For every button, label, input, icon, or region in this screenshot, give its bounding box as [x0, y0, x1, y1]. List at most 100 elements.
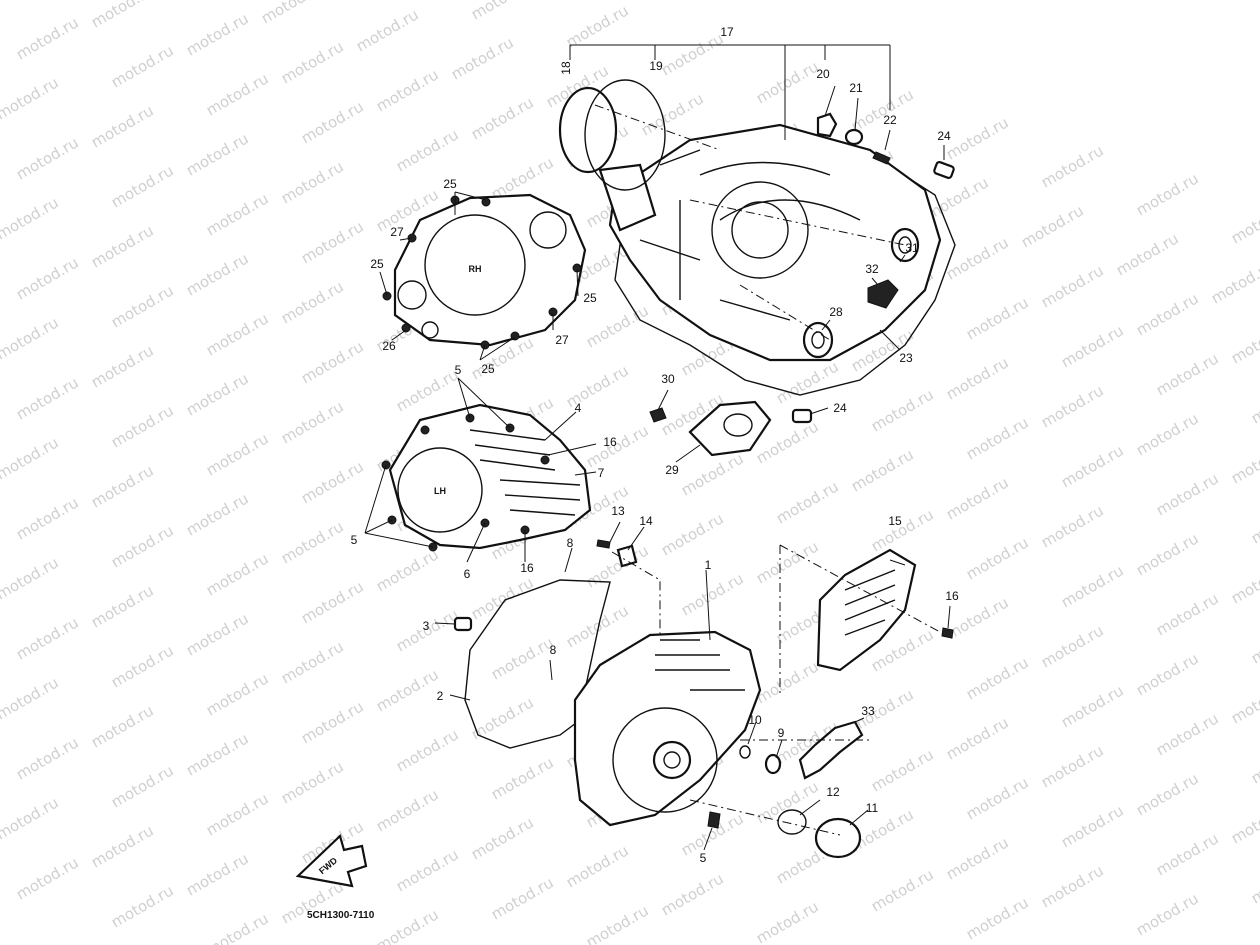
watermark-text: motod.ru	[488, 633, 557, 683]
crankcase-cover-1-assembly	[453, 104, 954, 859]
callout-25-d: 25	[481, 362, 495, 376]
bolt-16	[941, 627, 954, 639]
callout-3: 3	[423, 619, 430, 633]
watermark-text: motod.ru	[108, 641, 177, 691]
oring-10	[739, 745, 751, 759]
watermark-text: motod.ru	[88, 341, 157, 391]
watermark-text: motod.ru	[183, 609, 252, 659]
oil-seal-31	[890, 227, 920, 263]
watermark-text: motod.ru	[1153, 349, 1222, 399]
watermark-text: motod.ru	[658, 509, 727, 559]
watermark-text: motod.ru	[1038, 621, 1107, 671]
callout-5-c: 5	[700, 851, 707, 865]
watermark-text: motod.ru	[88, 461, 157, 511]
cover-1-ribs	[655, 639, 745, 691]
watermark-text: motod.ru	[658, 869, 727, 919]
callout-25-a: 25	[443, 177, 457, 191]
assembly-lines-upper	[594, 104, 906, 341]
watermark-text: motod.ru	[298, 337, 367, 387]
watermark-text: motod.ru	[963, 773, 1032, 823]
watermark-text: motod.ru	[773, 357, 842, 407]
watermark-text: motod.ru	[563, 1, 632, 51]
sprocket-cover-15	[816, 548, 917, 672]
watermark-text: motod.ru	[13, 613, 82, 663]
callout-19: 19	[649, 59, 663, 73]
watermark-text: motod.ru	[183, 729, 252, 779]
callout-leaders	[364, 85, 951, 851]
watermark-text: motod.ru	[183, 369, 252, 419]
watermark-text: motod.ru	[1133, 649, 1202, 699]
watermark-text: motod.ru	[1248, 617, 1260, 667]
watermark-text: motod.ru	[88, 701, 157, 751]
dowel-24-bottom	[791, 408, 813, 424]
watermark-text: motod.ru	[943, 473, 1012, 523]
watermark-text: motod.ru	[1018, 201, 1087, 251]
watermark-text: motod.ru	[868, 745, 937, 795]
oil-seal-31-inner	[898, 236, 912, 254]
watermark-text: motod.ru	[13, 253, 82, 303]
watermark-text: motod.ru	[278, 517, 347, 567]
callout-9: 9	[778, 726, 785, 740]
watermark-text: motod.ru	[393, 845, 462, 895]
callout-2: 2	[437, 689, 444, 703]
dowel-3	[453, 616, 473, 632]
watermark-text: motod.ru	[393, 725, 462, 775]
watermark-text: motod.ru	[183, 249, 252, 299]
watermark-text: motod.ru	[488, 873, 557, 923]
callout-6: 6	[464, 567, 471, 581]
callout-10: 10	[748, 713, 762, 727]
watermark-text: motod.ru	[943, 353, 1012, 403]
bolt-13	[596, 539, 611, 549]
watermark-text: motod.ru	[848, 445, 917, 495]
callout-28: 28	[829, 305, 843, 319]
callout-25-c: 25	[583, 291, 597, 305]
watermark-text: motod.ru	[1133, 169, 1202, 219]
callout-29: 29	[665, 463, 679, 477]
callout-16-c: 16	[945, 589, 959, 603]
cover-1-hub-inner	[663, 751, 681, 769]
watermark-text: motod.ru	[0, 0, 62, 3]
callout-27-b: 27	[555, 333, 569, 347]
diagram-code: 5CH1300-7110	[307, 910, 375, 921]
callout-4: 4	[575, 401, 582, 415]
watermark-text: motod.ru	[753, 777, 822, 827]
watermark-text: motod.ru	[0, 553, 62, 603]
watermark-text: motod.ru	[583, 301, 652, 351]
watermark-text: motod.ru	[868, 865, 937, 915]
rh-cover-port	[397, 280, 427, 310]
rh-cover-dome	[424, 214, 526, 316]
oil-seal-28	[802, 321, 834, 359]
bracket-32	[867, 279, 899, 309]
lh-cover-dome	[397, 447, 483, 533]
watermark-text: motod.ru	[658, 29, 727, 79]
callout-7: 7	[598, 466, 605, 480]
watermark-text: motod.ru	[393, 365, 462, 415]
watermark-text: motod.ru	[203, 309, 272, 359]
watermark-text: motod.ru	[1058, 681, 1127, 731]
watermark-text: motod.ru	[393, 125, 462, 175]
watermark-text: motod.ru	[1248, 737, 1260, 787]
watermark-text: motod.ru	[373, 545, 442, 595]
watermark-text: motod.ru	[678, 569, 747, 619]
watermark-text: motod.ru	[488, 753, 557, 803]
cover-1-hub	[652, 740, 692, 780]
cover-neck	[598, 163, 657, 232]
callout-1: 1	[705, 558, 712, 572]
callout-20: 20	[816, 67, 830, 81]
callout-16-a: 16	[603, 435, 617, 449]
watermark-text: motod.ru	[468, 693, 537, 743]
watermark-text: motod.ru	[203, 789, 272, 839]
cover-29	[688, 400, 772, 457]
watermark-text: motod.ru	[1038, 501, 1107, 551]
watermark-text: motod.ru	[278, 757, 347, 807]
watermark-text: motod.ru	[88, 581, 157, 631]
watermark-text: motod.ru	[298, 217, 367, 267]
watermark-text: motod.ru	[1248, 497, 1260, 547]
callout-18: 18	[559, 61, 573, 75]
watermark-text: motod.ru	[0, 673, 62, 723]
callout-5-a: 5	[455, 363, 462, 377]
washer-21	[844, 128, 864, 146]
callout-23: 23	[899, 351, 913, 365]
watermark-text: motod.ru	[1228, 437, 1260, 487]
